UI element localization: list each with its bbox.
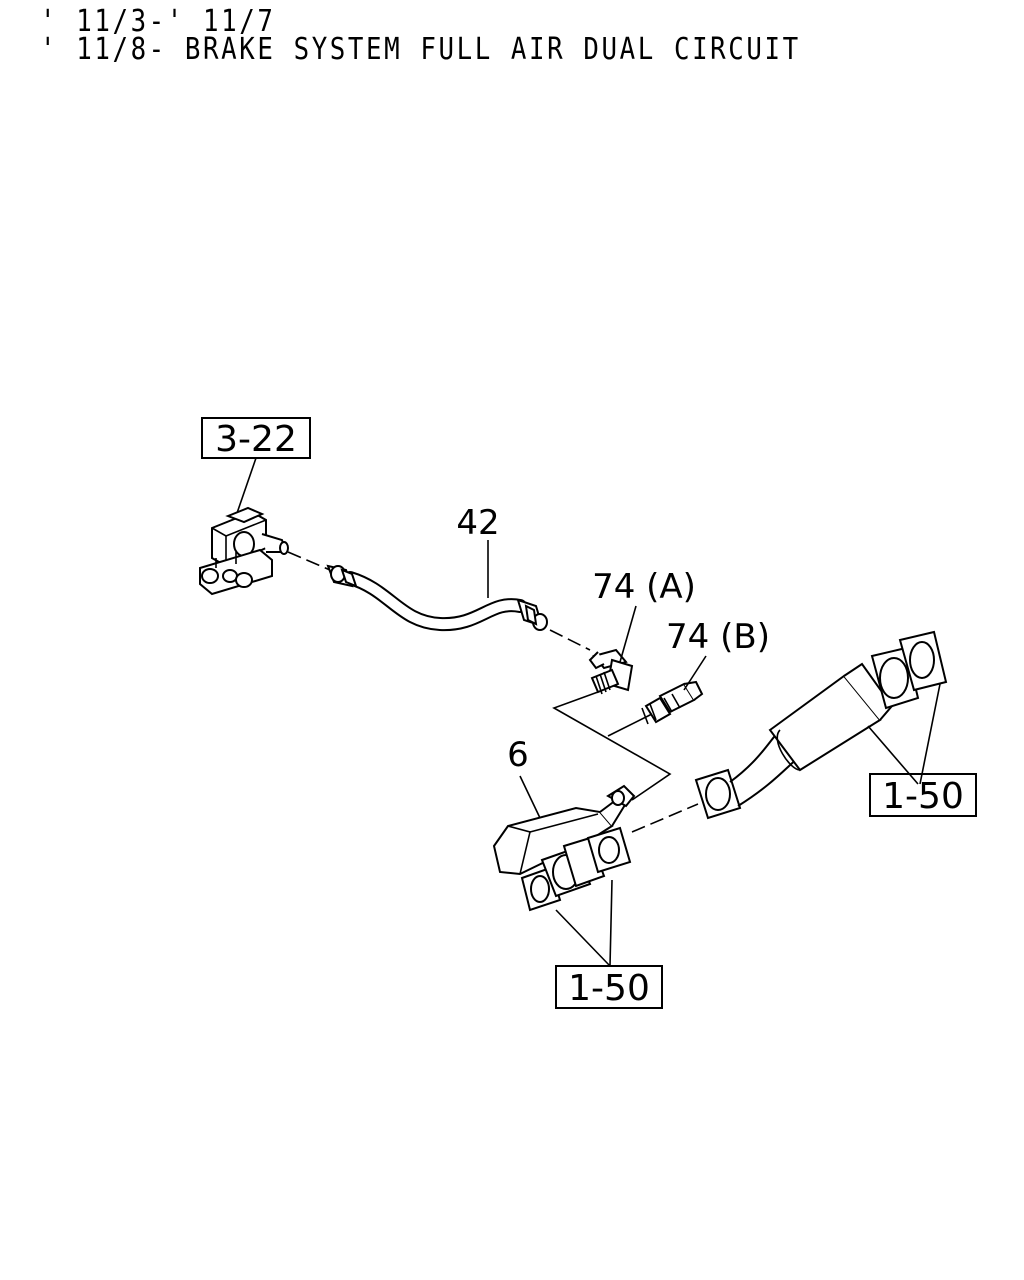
exhaust-pipe-muffler[interactable] xyxy=(694,630,948,820)
valve-assembly[interactable] xyxy=(199,506,289,596)
leader-74b xyxy=(683,655,707,691)
ref-box-1-50-right-text: 1-50 xyxy=(882,776,964,817)
header-title: ' 11/8- BRAKE SYSTEM FULL AIR DUAL CIRCU… xyxy=(40,32,801,67)
dash-hose-fitting xyxy=(549,629,591,651)
leader-3-22 xyxy=(235,457,257,517)
flange-gaskets-bottom[interactable] xyxy=(520,826,632,912)
fitting-74b[interactable] xyxy=(641,680,704,725)
label-6: 6 xyxy=(507,735,529,775)
brake-hose[interactable] xyxy=(326,564,548,632)
bracket-74b-branch xyxy=(607,713,653,737)
leader-6 xyxy=(519,775,541,819)
leader-74a xyxy=(619,605,637,663)
fitting-74a[interactable] xyxy=(588,648,634,695)
label-74a: 74 (A) xyxy=(592,567,696,607)
dash-flange-pipe xyxy=(631,803,699,833)
leader-1-50-bottom xyxy=(555,879,613,967)
ref-box-3-22-text: 3-22 xyxy=(215,419,297,460)
label-42: 42 xyxy=(456,503,499,543)
ref-box-1-50-bottom[interactable]: 1-50 xyxy=(555,965,663,1009)
ref-box-1-50-right[interactable]: 1-50 xyxy=(869,773,977,817)
bracket-74-to-6 xyxy=(552,691,672,801)
ref-box-3-22[interactable]: 3-22 xyxy=(201,417,311,460)
header-model-years: ' 11/3-' 11/7 xyxy=(40,4,276,39)
label-74b: 74 (B) xyxy=(666,617,770,657)
dash-valve-hose xyxy=(287,551,331,571)
ref-box-1-50-bottom-text: 1-50 xyxy=(568,968,650,1009)
exhaust-brake-6[interactable] xyxy=(492,784,636,876)
